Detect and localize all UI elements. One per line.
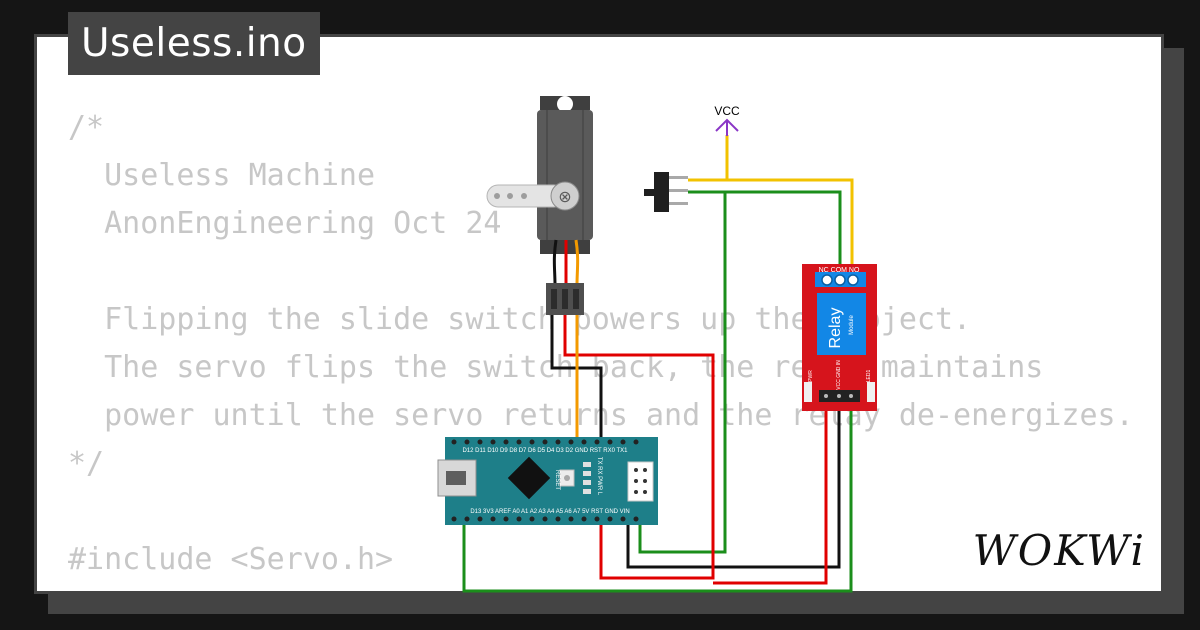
svg-text:⊗: ⊗ — [558, 187, 571, 206]
relay-sublabel: Module — [849, 315, 855, 335]
file-title: Useless.ino — [68, 12, 320, 75]
relay-label: Relay — [827, 308, 844, 349]
wire-yellow-vcc — [688, 135, 729, 182]
code-preview: /* Useless Machine AnonEngineering Oct 2… — [68, 104, 1131, 578]
wire-red-relay-vcc — [713, 408, 828, 585]
code-line: */ — [68, 446, 105, 481]
arduino-top-pins: D12 D11 D10 D9 D8 D7 D6 D5 D4 D3 D2 GND … — [462, 448, 628, 454]
arduino-nano: RESET TX RX PWR L D12 D11 D10 D9 D8 D7 D… — [437, 437, 658, 525]
slide-switch[interactable] — [644, 172, 688, 212]
relay-bottom-pins: VCC GND IN — [836, 360, 842, 390]
arduino-reset-label: RESET — [554, 470, 560, 490]
vcc-label: VCC — [714, 104, 740, 118]
wire-black-relay-gnd — [626, 408, 841, 569]
wokwi-logo: WOKWi — [972, 526, 1146, 575]
arduino-led-labels: TX RX PWR L — [596, 457, 602, 496]
relay-left-label: PWR — [808, 370, 814, 382]
wire-yellow-relay-com — [727, 178, 854, 270]
relay-top-pins: NC COM NO — [819, 267, 860, 274]
code-line: #include <Servo.h> — [68, 542, 394, 577]
code-line: power until the servo returns and the re… — [68, 398, 1131, 433]
relay-module: NC COM NO Relay Module PWR LED1 VCC GND … — [802, 264, 877, 411]
vcc-symbol: VCC — [714, 104, 740, 136]
wire-red-servo — [563, 315, 715, 580]
relay-right-label: LED1 — [866, 370, 872, 383]
code-line: /* — [68, 110, 105, 145]
wire-green-switch-arduino — [638, 190, 727, 554]
code-line: AnonEngineering Oct 24 — [68, 206, 502, 241]
servo-motor: ⊗ — [486, 96, 593, 315]
code-line: Useless Machine — [68, 158, 376, 193]
wire-green-switch-relay — [688, 190, 842, 270]
wire-green-relay-in — [462, 408, 853, 593]
arduino-bottom-pins: D13 3V3 AREF A0 A1 A2 A3 A4 A5 A6 A7 5V … — [470, 509, 629, 515]
